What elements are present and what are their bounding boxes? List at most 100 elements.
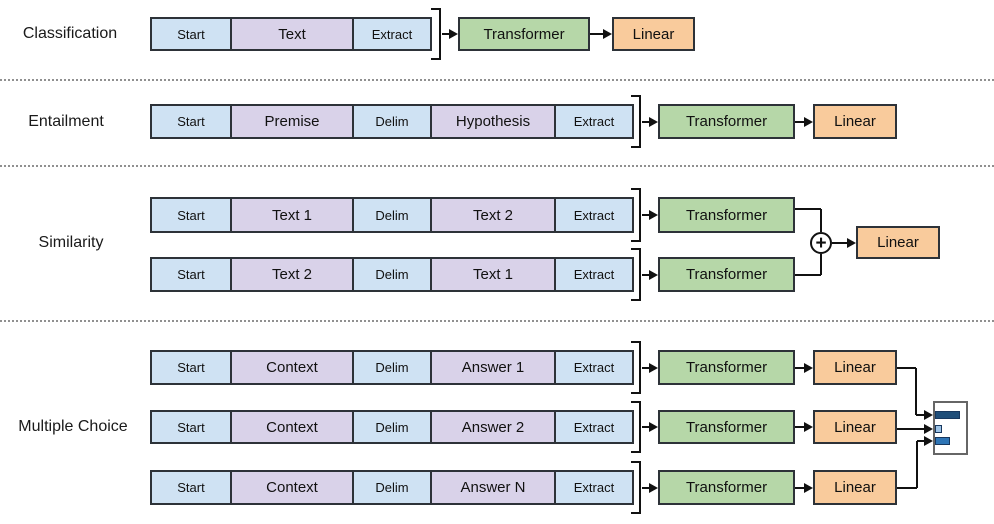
arrowhead-icon bbox=[649, 483, 658, 493]
token-cell-extract: Extract bbox=[352, 19, 430, 49]
transformer-box: Transformer bbox=[658, 104, 795, 139]
linear-box: Linear bbox=[813, 104, 897, 139]
token-cell-text: Text bbox=[230, 19, 352, 49]
token-cell-answer-1: Answer 1 bbox=[430, 352, 554, 383]
token-cell-start: Start bbox=[152, 412, 230, 442]
probability-bar bbox=[935, 437, 950, 445]
token-cell-text-2: Text 2 bbox=[230, 259, 352, 290]
arrow-line bbox=[795, 121, 805, 123]
arrow-line bbox=[442, 33, 450, 35]
task-label-entailment: Entailment bbox=[28, 113, 104, 130]
arrow-line bbox=[897, 428, 925, 430]
token-cell-extract: Extract bbox=[554, 352, 632, 383]
bracket bbox=[631, 188, 640, 190]
bracket bbox=[639, 401, 641, 453]
bracket bbox=[639, 188, 641, 242]
bracket bbox=[431, 58, 440, 60]
bracket bbox=[631, 461, 640, 463]
connector-line bbox=[795, 274, 821, 276]
arrow-line bbox=[642, 121, 650, 123]
bracket bbox=[439, 8, 441, 60]
arrow-line bbox=[642, 367, 650, 369]
token-cell-context: Context bbox=[230, 412, 352, 442]
connector-line bbox=[897, 487, 917, 489]
bracket bbox=[631, 392, 640, 394]
token-cell-extract: Extract bbox=[554, 259, 632, 290]
arrow-line bbox=[795, 426, 805, 428]
bracket bbox=[639, 248, 641, 301]
bracket bbox=[631, 512, 640, 514]
token-cell-start: Start bbox=[152, 472, 230, 503]
token-cell-context: Context bbox=[230, 352, 352, 383]
token-cell-hypothesis: Hypothesis bbox=[430, 106, 554, 137]
arrow-line bbox=[642, 274, 650, 276]
transformer-box: Transformer bbox=[658, 470, 795, 505]
arrowhead-icon bbox=[603, 29, 612, 39]
bracket bbox=[631, 451, 640, 453]
token-cell-start: Start bbox=[152, 352, 230, 383]
probability-bar bbox=[935, 411, 960, 419]
bracket bbox=[631, 401, 640, 403]
connector-line bbox=[916, 441, 918, 488]
bracket bbox=[639, 95, 641, 148]
section-divider bbox=[0, 79, 994, 81]
token-cell-premise: Premise bbox=[230, 106, 352, 137]
token-cell-extract: Extract bbox=[554, 199, 632, 231]
token-cell-context: Context bbox=[230, 472, 352, 503]
connector-line bbox=[795, 208, 821, 210]
linear-box: Linear bbox=[813, 410, 897, 444]
bracket bbox=[631, 146, 640, 148]
token-cell-start: Start bbox=[152, 106, 230, 137]
arrow-line bbox=[795, 367, 805, 369]
arrowhead-icon bbox=[649, 363, 658, 373]
transformer-box: Transformer bbox=[658, 257, 795, 292]
arrow-line bbox=[795, 487, 805, 489]
linear-box: Linear bbox=[612, 17, 695, 51]
arrowhead-icon bbox=[649, 422, 658, 432]
arrowhead-icon bbox=[847, 238, 856, 248]
bracket bbox=[631, 240, 640, 242]
token-cell-start: Start bbox=[152, 259, 230, 290]
arrowhead-icon bbox=[804, 483, 813, 493]
token-cell-delim: Delim bbox=[352, 106, 430, 137]
token-cell-answer-2: Answer 2 bbox=[430, 412, 554, 442]
arrow-line bbox=[916, 414, 925, 416]
linear-box: Linear bbox=[813, 470, 897, 505]
linear-box: Linear bbox=[813, 350, 897, 385]
token-cell-text-1: Text 1 bbox=[430, 259, 554, 290]
arrowhead-icon bbox=[924, 424, 933, 434]
arrowhead-icon bbox=[804, 422, 813, 432]
token-cell-delim: Delim bbox=[352, 259, 430, 290]
bracket bbox=[631, 299, 640, 301]
bracket bbox=[431, 8, 440, 10]
arrow-line bbox=[832, 242, 848, 244]
arrowhead-icon bbox=[649, 270, 658, 280]
arrow-line bbox=[642, 426, 650, 428]
token-cell-text-1: Text 1 bbox=[230, 199, 352, 231]
token-cell-delim: Delim bbox=[352, 472, 430, 503]
bracket bbox=[631, 95, 640, 97]
arrowhead-icon bbox=[804, 117, 813, 127]
connector-line bbox=[915, 368, 917, 415]
token-cell-extract: Extract bbox=[554, 412, 632, 442]
arrow-line bbox=[917, 440, 925, 442]
token-cell-delim: Delim bbox=[352, 199, 430, 231]
token-cell-extract: Extract bbox=[554, 472, 632, 503]
connector-line bbox=[897, 367, 916, 369]
token-cell-extract: Extract bbox=[554, 106, 632, 137]
token-cell-start: Start bbox=[152, 199, 230, 231]
bracket bbox=[631, 248, 640, 250]
token-cell-delim: Delim bbox=[352, 412, 430, 442]
transformer-box: Transformer bbox=[458, 17, 590, 51]
plus-merge-icon: + bbox=[810, 232, 832, 254]
task-label-classification: Classification bbox=[22, 25, 118, 42]
bracket bbox=[631, 341, 640, 343]
